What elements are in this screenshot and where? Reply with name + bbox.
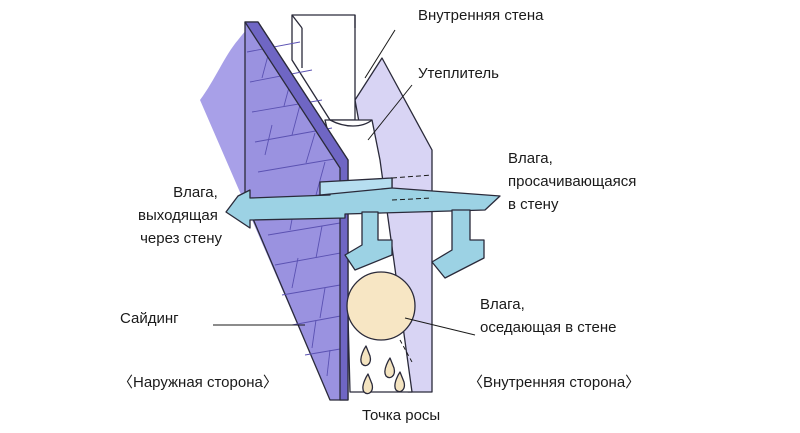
- condensation-droplets: [360, 345, 406, 395]
- dew-point-circle: [346, 271, 416, 341]
- moisture-exit-arrow: [225, 177, 501, 229]
- label-inner-side: 〈Внутренняя сторона〉: [468, 374, 640, 391]
- label-moisture-exiting: Влага, выходящая через стену: [138, 184, 222, 247]
- label-dew-point: Точка росы: [362, 407, 440, 424]
- moisture-drip-right: [431, 209, 485, 279]
- label-insulation: Утеплитель: [418, 65, 499, 82]
- siding-edge: [244, 21, 349, 401]
- leader-lines: [213, 29, 476, 336]
- moisture-drip-left: [344, 211, 393, 271]
- label-inner-wall: Внутренняя стена: [418, 7, 544, 24]
- label-outer-side: 〈Наружная сторона〉: [118, 374, 278, 391]
- label-moisture-settling: Влага, оседающая в стене: [480, 296, 616, 336]
- label-moisture-seeping: Влага, просачивающаяся в стену: [508, 150, 641, 213]
- label-siding: Сайдинг: [120, 310, 179, 327]
